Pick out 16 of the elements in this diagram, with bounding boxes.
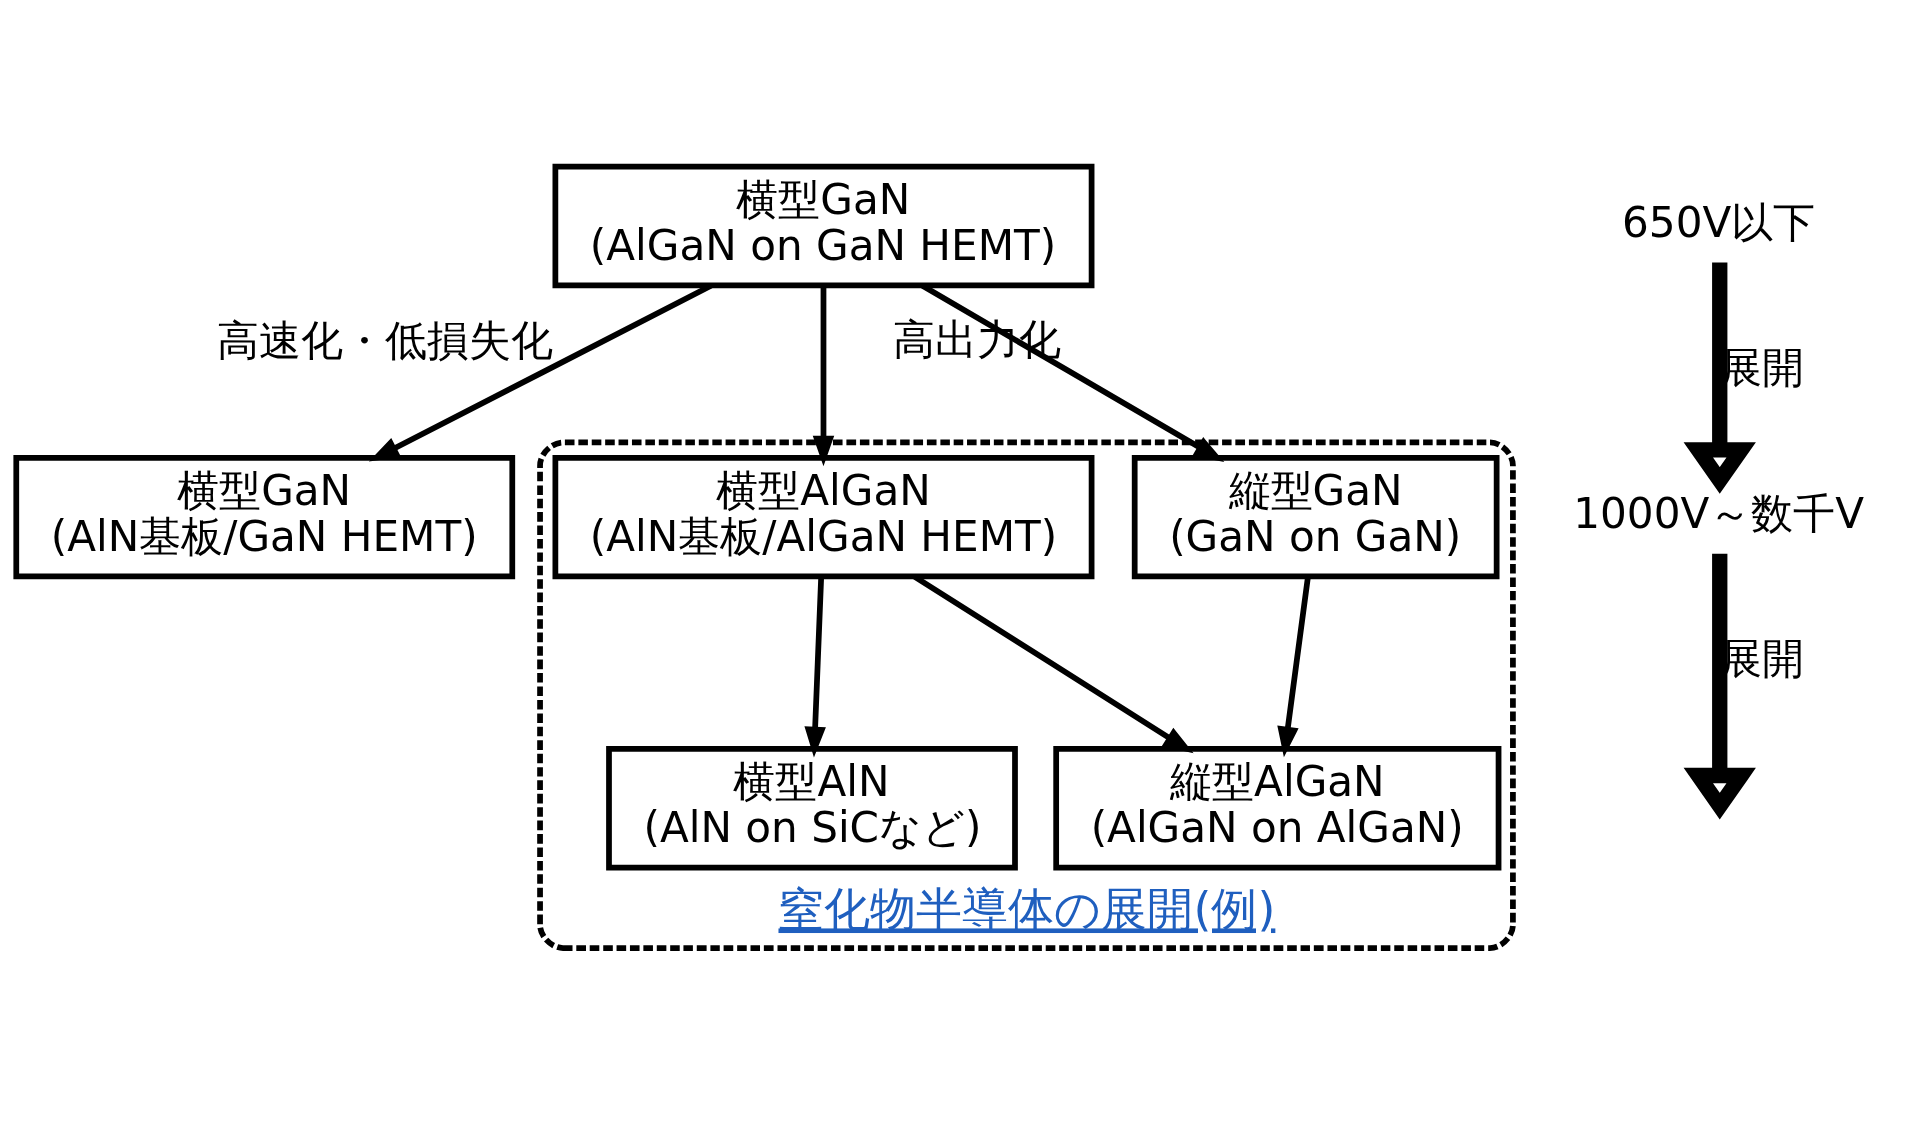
- node-box: 横型AlN (AlN on SiCなど): [606, 745, 1018, 870]
- node-box: 縦型GaN (GaN on GaN): [1131, 454, 1500, 579]
- node-box: 横型AlGaN (AlN基板/AlGaN HEMT): [552, 454, 1095, 579]
- edge-label: 展開: [1719, 342, 1804, 392]
- node-box: 横型GaN (AlGaN on GaN HEMT): [552, 163, 1095, 288]
- arrow: [1277, 576, 1311, 757]
- arrow: [1683, 553, 1756, 820]
- node-box: 縦型AlGaN (AlGaN on AlGaN): [1053, 745, 1502, 870]
- edge-label: 展開: [1719, 633, 1804, 683]
- node-box: 横型GaN (AlN基板/GaN HEMT): [13, 454, 516, 579]
- arrow: [1683, 262, 1756, 494]
- arrow: [812, 285, 835, 466]
- node-text: 650V以下: [1622, 197, 1816, 247]
- edge-label: 高速化・低損失化: [217, 315, 554, 365]
- node-text: 1000V～数千V: [1573, 488, 1865, 538]
- arrow: [804, 576, 826, 757]
